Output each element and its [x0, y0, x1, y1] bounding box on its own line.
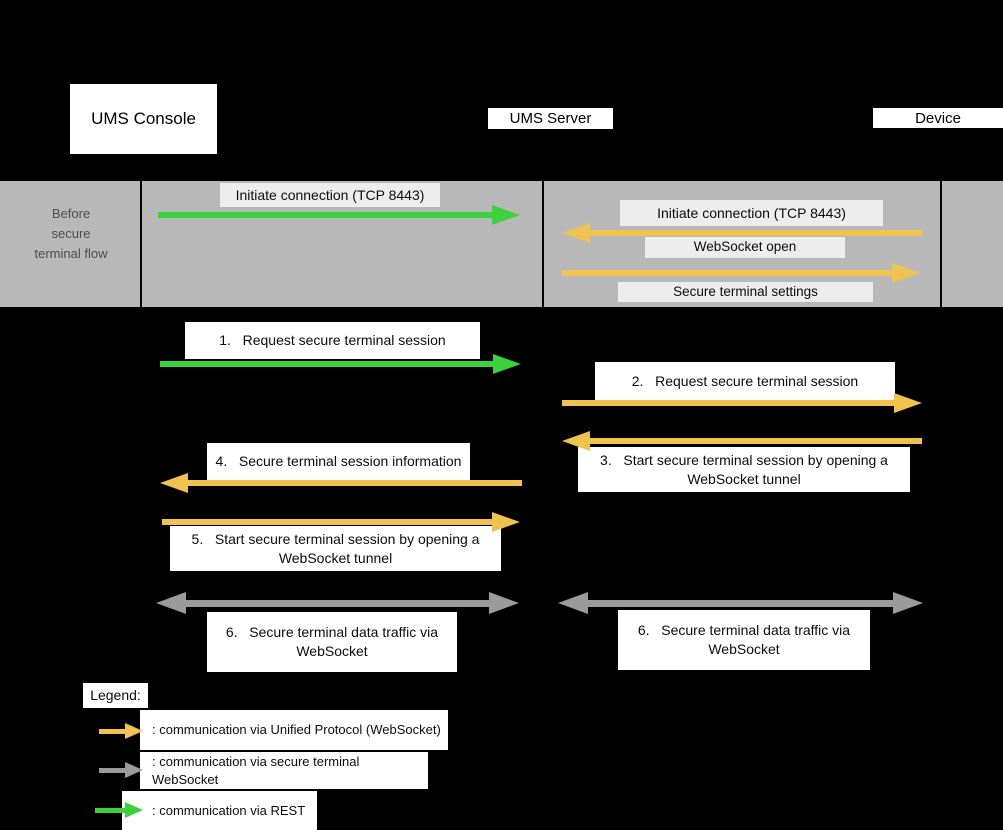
legend-unified-arrow [99, 722, 143, 740]
unified-arrow-initiate-connection [562, 222, 923, 244]
entity-device-label: Device [915, 109, 961, 127]
secure-arrow-step6-console-server [156, 592, 519, 614]
step6-right-label: 6. Secure terminal data traffic via WebS… [618, 610, 870, 670]
arrow-head-right [892, 263, 920, 283]
entity-device: Device [873, 108, 1003, 128]
step3-label: 3. Start secure terminal session by open… [578, 447, 910, 492]
arrow-shaft [590, 438, 922, 444]
secure-arrow-step6-server-device [558, 592, 923, 614]
rest-arrow-initiate-connection [158, 204, 520, 226]
arrow-shaft [186, 599, 489, 607]
arrow-head-left [558, 592, 588, 614]
arrow-head-left [160, 473, 188, 493]
arrow-shaft [562, 400, 894, 406]
arrow-head-right [125, 723, 143, 739]
band-msg-websocket-open-label: WebSocket open [645, 237, 845, 258]
entity-ums-console: UMS Console [70, 84, 217, 154]
legend-unified-label: : communication via Unified Protocol (We… [140, 710, 448, 750]
arrow-head-left [562, 431, 590, 451]
unified-arrow-secure-terminal-settings [562, 262, 920, 284]
band-msg-initiate-rest-label: Initiate connection (TCP 8443) [220, 183, 440, 207]
arrow-head-right [489, 592, 519, 614]
step4-label: 4. Secure terminal session information [207, 443, 470, 480]
unified-arrow-step2 [562, 392, 922, 414]
legend-rest-label: : communication via REST [122, 791, 317, 830]
legend-title: Legend: [83, 683, 148, 708]
step1-label: 1. Request secure terminal session [185, 322, 480, 359]
arrow-head-left [156, 592, 186, 614]
entity-ums-server-label: UMS Server [509, 110, 592, 127]
entity-ums-console-label: UMS Console [91, 109, 196, 128]
band-divider-3 [940, 179, 942, 309]
step5-label: 5. Start secure terminal session by open… [170, 526, 501, 571]
arrow-head-right [894, 393, 922, 413]
arrow-shaft [160, 361, 493, 367]
arrow-head-right [125, 762, 143, 778]
arrow-shaft [99, 767, 125, 773]
arrow-head-left [562, 223, 590, 243]
rest-arrow-step1 [160, 353, 521, 375]
legend-rest-arrow [95, 801, 143, 819]
band-title: Before secure terminal flow [34, 206, 108, 261]
unified-arrow-step5 [162, 511, 520, 533]
arrow-head-right [493, 354, 521, 374]
arrow-shaft [588, 599, 893, 607]
arrow-shaft [188, 480, 522, 486]
arrow-shaft [162, 519, 492, 525]
arrow-head-right [492, 205, 520, 225]
band-msg-initiate-unified-label: Initiate connection (TCP 8443) [620, 200, 883, 226]
arrow-shaft [158, 212, 492, 218]
arrow-shaft [95, 807, 125, 813]
band-msg-secure-terminal-settings-label: Secure terminal settings [618, 282, 873, 302]
arrow-shaft [99, 728, 125, 734]
unified-arrow-step3 [562, 430, 922, 452]
step6-left-label: 6. Secure terminal data traffic via WebS… [207, 612, 457, 672]
entity-ums-server: UMS Server [488, 108, 613, 129]
arrow-shaft [590, 230, 923, 236]
band-divider-1 [140, 179, 142, 309]
arrow-shaft [562, 270, 892, 276]
step2-label: 2. Request secure terminal session [595, 362, 895, 400]
band-divider-2 [542, 179, 544, 309]
arrow-head-right [492, 512, 520, 532]
arrow-head-right [125, 802, 143, 818]
arrow-head-right [893, 592, 923, 614]
unified-arrow-step4 [160, 472, 522, 494]
legend-secure-label: : communication via secure terminal WebS… [140, 752, 428, 789]
legend-secure-arrow [99, 761, 143, 779]
